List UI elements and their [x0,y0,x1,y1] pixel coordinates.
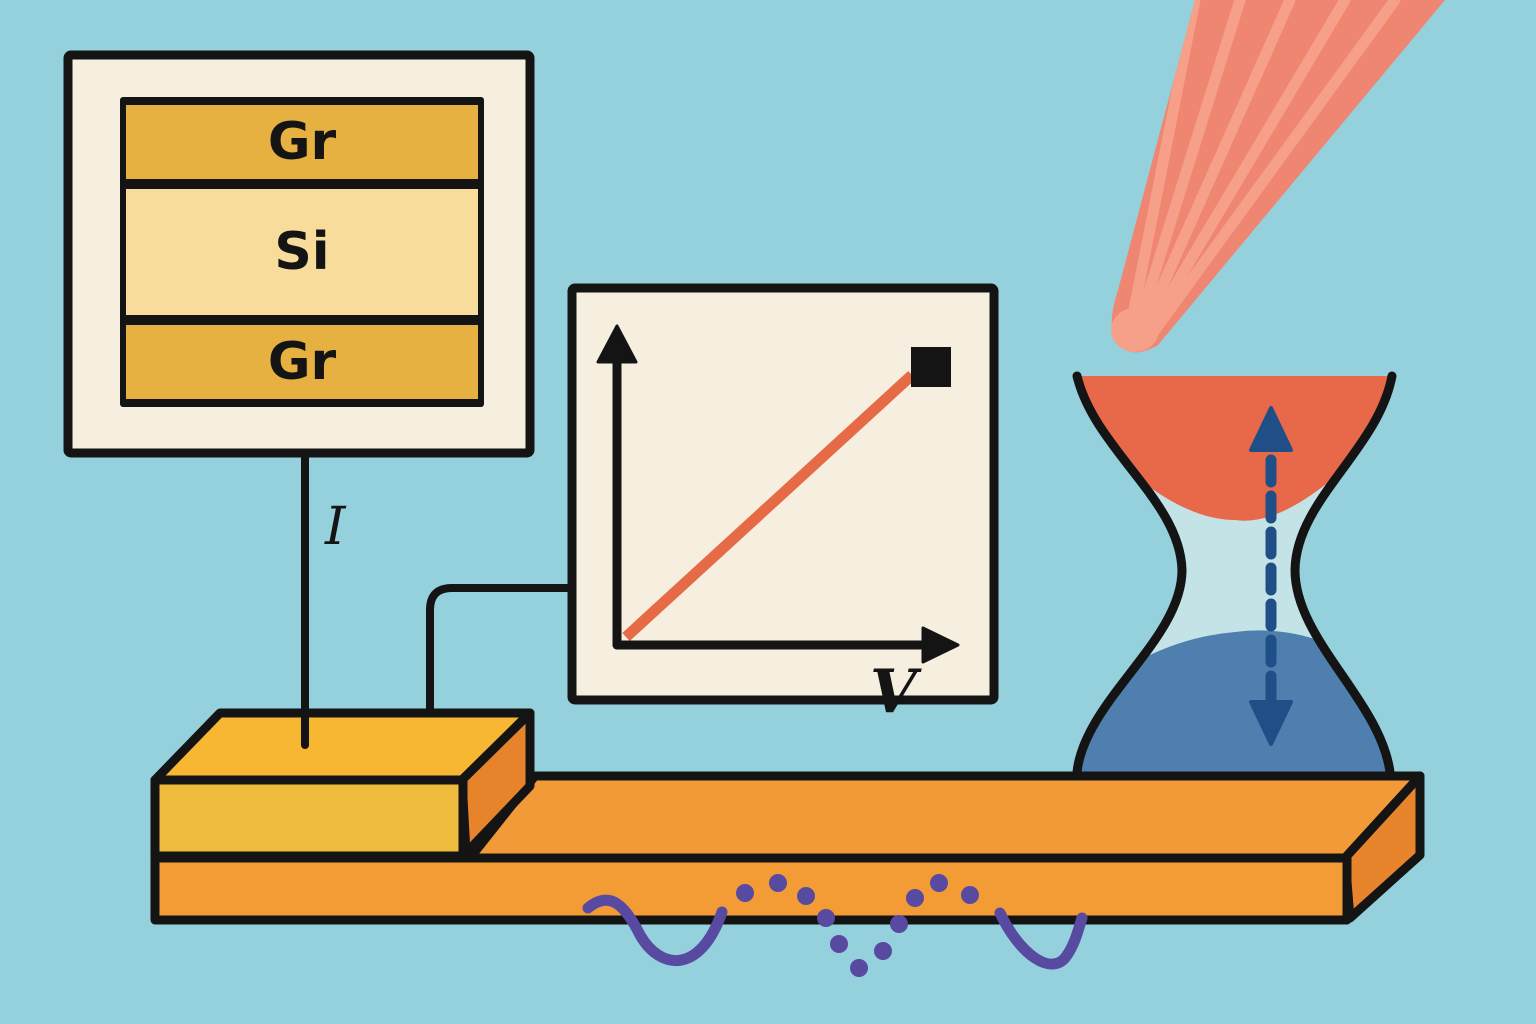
current-wire [298,420,312,749]
light-beam-icon [1111,0,1445,353]
electrode-block [150,708,535,861]
current-label: I [325,497,346,557]
optical-cavity [1072,371,1397,777]
layer-label-silicon: Si [274,222,330,282]
layer-label-graphene-top: Gr [267,112,337,172]
double-arrow-icon [1249,406,1293,746]
phonon-wave-icon [582,874,1088,977]
substrate-bar [150,771,1425,925]
voltage-wire [426,584,572,713]
iv-plot-panel [567,283,999,705]
layer-label-graphene-bottom: Gr [267,332,337,392]
layer-stack-panel [63,50,535,458]
endpoint-marker-icon [911,347,951,387]
voltage-axis-label: V [870,657,917,727]
